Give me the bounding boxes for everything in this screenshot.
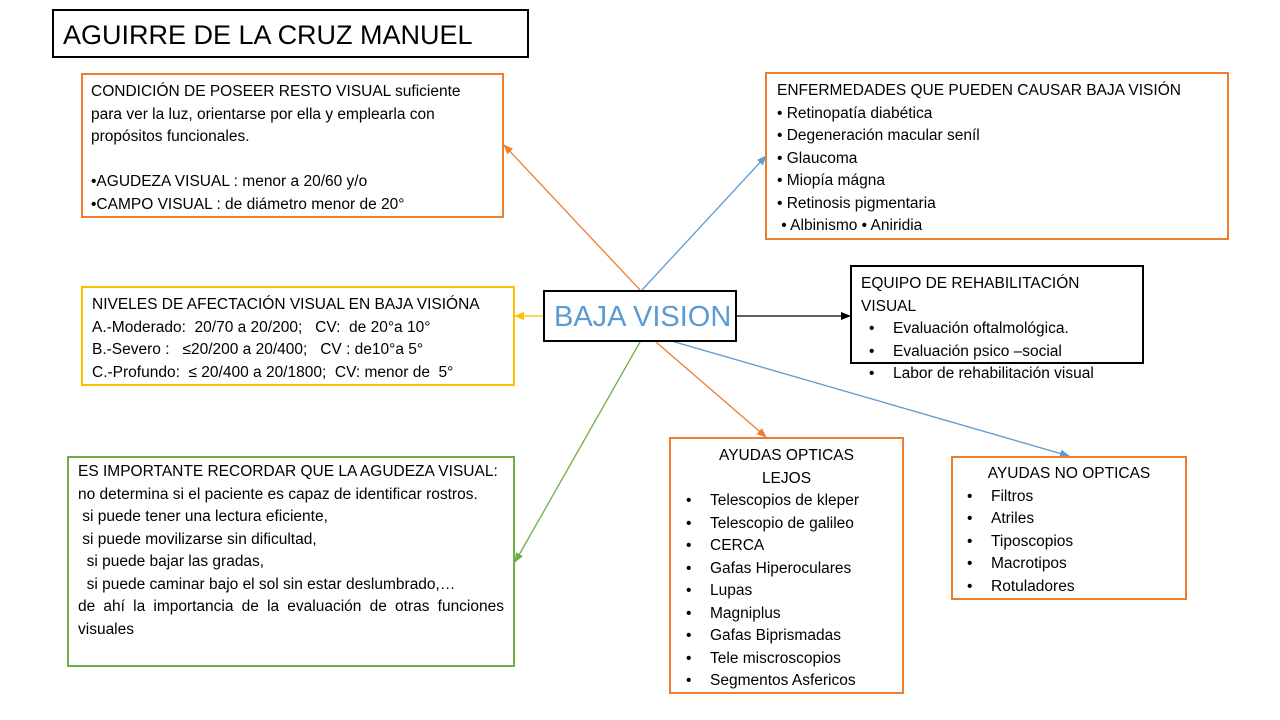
- importante-item: si puede movilizarse sin dificultad,: [78, 530, 317, 548]
- enfermedades-item: • Glaucoma: [777, 149, 858, 167]
- arrow-to-ayudas-no-opticas: [667, 339, 1070, 458]
- condicion-box: CONDICIÓN DE POSEER RESTO VISUAL suficie…: [81, 73, 504, 218]
- arrow-to-importante: [514, 341, 641, 563]
- ayudas-no-opticas-box: AYUDAS NO OPTICAS Filtros Atriles Tiposc…: [951, 456, 1187, 600]
- enfermedades-item: • Retinosis pigmentaria: [777, 194, 936, 212]
- equipo-item: Labor de rehabilitación visual: [861, 363, 1133, 386]
- ayudas-no-opticas-list: Filtros Atriles Tiposcopios Macrotipos R…: [953, 486, 1185, 599]
- condicion-line: CONDICIÓN DE POSEER RESTO VISUAL suficie…: [91, 83, 461, 100]
- equipo-box: EQUIPO DE REHABILITACIÓN VISUAL Evaluaci…: [850, 265, 1144, 385]
- ayudas-no-opticas-item: Rotuladores: [959, 576, 1185, 599]
- niveles-line: B.-Severo : ≤20/200 a 20/400; CV : de10°…: [92, 341, 424, 358]
- ayudas-no-opticas-heading: AYUDAS NO OPTICAS: [987, 465, 1151, 482]
- enfermedades-item: • Degeneración macular seníl: [777, 127, 980, 144]
- condicion-line: para ver la luz, orientarse por ella y e…: [91, 105, 435, 123]
- enfermedades-item: • Miopía mágna: [777, 172, 885, 189]
- niveles-heading: NIVELES DE AFECTACIÓN VISUAL EN BAJA VIS…: [92, 296, 480, 313]
- ayudas-opticas-item: Segmentos Asfericos: [678, 670, 902, 693]
- enfermedades-heading: ENFERMEDADES QUE PUEDEN CAUSAR BAJA VISI…: [777, 82, 1181, 99]
- niveles-line: A.-Moderado: 20/70 a 20/200; CV: de 20°a…: [92, 318, 431, 336]
- condicion-line: •AGUDEZA VISUAL : menor a 20/60 y/o: [91, 173, 368, 190]
- arrow-to-condicion: [503, 144, 641, 291]
- ayudas-opticas-item: CERCA: [678, 535, 902, 558]
- niveles-box: NIVELES DE AFECTACIÓN VISUAL EN BAJA VIS…: [81, 286, 515, 386]
- importante-item: si puede bajar las gradas,: [78, 553, 265, 570]
- ayudas-no-opticas-item: Atriles: [959, 508, 1185, 531]
- ayudas-no-opticas-item: Macrotipos: [959, 553, 1185, 576]
- niveles-line: C.-Profundo: ≤ 20/400 a 20/1800; CV: men…: [92, 363, 454, 381]
- condicion-line-blank: [91, 149, 494, 172]
- equipo-heading: EQUIPO DE REHABILITACIÓN VISUAL: [861, 275, 1080, 315]
- ayudas-opticas-item: Magniplus: [678, 603, 902, 626]
- condicion-line: •CAMPO VISUAL : de diámetro menor de 20°: [91, 195, 405, 213]
- importante-item: si puede tener una lectura eficiente,: [78, 508, 328, 525]
- importante-heading: ES IMPORTANTE RECORDAR QUE LA AGUDEZA VI…: [78, 463, 498, 480]
- ayudas-no-opticas-item: Filtros: [959, 486, 1185, 509]
- enfermedades-box: ENFERMEDADES QUE PUEDEN CAUSAR BAJA VISI…: [765, 72, 1229, 240]
- ayudas-opticas-item: Telescopios de kleper: [678, 490, 902, 513]
- arrow-to-ayudas-opticas: [655, 341, 767, 438]
- ayudas-opticas-item: Gafas Biprismadas: [678, 625, 902, 648]
- ayudas-no-opticas-item: Tiposcopios: [959, 531, 1185, 554]
- page-title: AGUIRRE DE LA CRUZ MANUEL: [52, 9, 529, 58]
- equipo-item: Evaluación psico –social: [861, 341, 1133, 364]
- central-topic: BAJA VISION: [543, 290, 737, 342]
- ayudas-opticas-heading: AYUDAS OPTICAS: [719, 447, 854, 464]
- ayudas-opticas-item: Telescopio de galileo: [678, 513, 902, 536]
- arrow-to-enfermedades: [641, 155, 767, 291]
- enfermedades-item: • Retinopatía diabética: [777, 104, 933, 122]
- ayudas-opticas-item: Gafas Hiperoculares: [678, 558, 902, 581]
- ayudas-opticas-item: Tele miscroscopios: [678, 648, 902, 671]
- ayudas-opticas-item: Lupas: [678, 580, 902, 603]
- importante-intro: no determina si el paciente es capaz de …: [78, 485, 478, 503]
- equipo-list: Evaluación oftalmológica. Evaluación psi…: [861, 318, 1133, 386]
- condicion-line: propósitos funcionales.: [91, 128, 250, 145]
- importante-item: si puede caminar bajo el sol sin estar d…: [78, 575, 456, 593]
- equipo-item: Evaluación oftalmológica.: [861, 318, 1133, 341]
- importante-closing: de ahí la importancia de la evaluación d…: [78, 598, 504, 638]
- ayudas-opticas-subheading: LEJOS: [761, 469, 812, 487]
- ayudas-opticas-list: Telescopios de kleper Telescopio de gali…: [671, 490, 902, 693]
- enfermedades-item: • Albinismo • Aniridia: [777, 217, 923, 234]
- ayudas-opticas-box: AYUDAS OPTICAS LEJOS Telescopios de klep…: [669, 437, 904, 694]
- importante-box: ES IMPORTANTE RECORDAR QUE LA AGUDEZA VI…: [67, 456, 515, 667]
